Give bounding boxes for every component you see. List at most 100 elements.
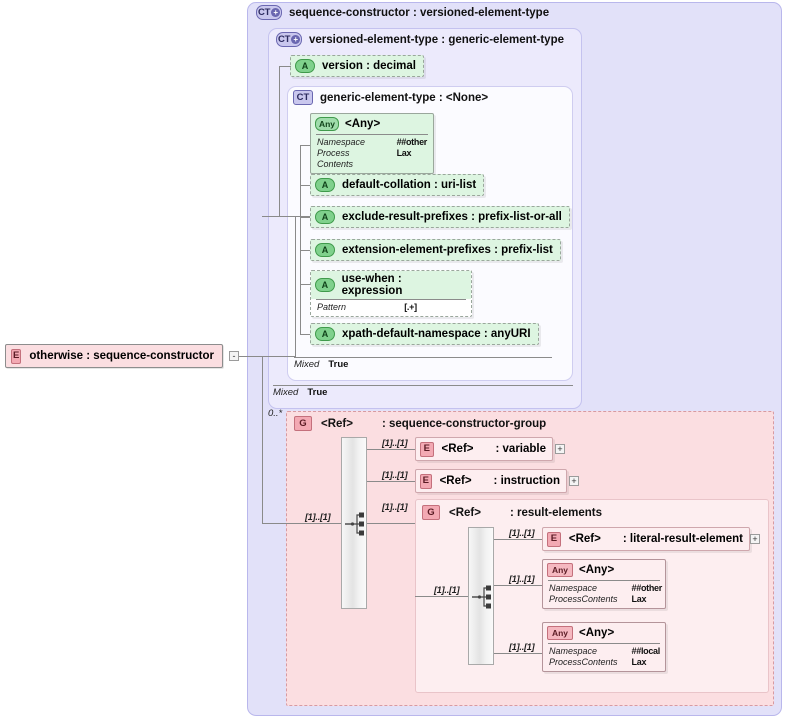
attribute-exclude-result-prefixes[interactable]: A exclude-result-prefixes : prefix-list-… [310, 206, 570, 228]
choice-compositor-bar-inner[interactable] [468, 527, 494, 665]
element-literal-result-element[interactable]: E <Ref> : literal-result-element [542, 527, 750, 551]
element-instruction[interactable]: E <Ref> : instruction [415, 469, 567, 493]
facet-value: ##other [396, 137, 428, 147]
facet-value: Lax [631, 594, 647, 604]
facet-value: [.+] [404, 302, 417, 312]
mixed-value: True [328, 359, 349, 370]
divider [548, 580, 660, 581]
divider [316, 134, 428, 135]
connector-line [300, 284, 310, 285]
expand-instruction-button[interactable]: + [569, 476, 579, 486]
facet-value: ##local [631, 646, 661, 656]
facet-key: Pattern [317, 302, 347, 312]
connector-line [494, 539, 542, 540]
panel-generic-element-type-header: CT generic-element-type : <None> [293, 90, 488, 105]
panel-title: generic-element-type : <None> [320, 91, 489, 104]
attribute-badge-icon: A [315, 178, 335, 192]
divider [273, 385, 573, 386]
cardinality-variable: [1]..[1] [382, 438, 408, 448]
inner-mixed-row: Mixed True [294, 359, 348, 370]
connector-line [262, 216, 295, 217]
cardinality-any-local: [1]..[1] [509, 642, 535, 652]
facet-key: ProcessContents [549, 657, 618, 667]
attribute-badge-icon: A [295, 59, 315, 73]
connector-line [494, 585, 542, 586]
group-title: : sequence-constructor-group [381, 417, 547, 430]
any-facets: Namespace ##other Process Contents Lax [311, 135, 433, 173]
any-label: <Any> [579, 564, 615, 576]
connector-line [262, 523, 341, 524]
attribute-version[interactable]: A version : decimal [290, 55, 424, 77]
any-label: <Any> [579, 627, 615, 639]
any-element-green[interactable]: Any <Any> Namespace ##other Process Cont… [310, 113, 434, 174]
cardinality-literal-result-element: [1]..[1] [509, 528, 535, 538]
attribute-use-when[interactable]: A use-when : expression Pattern [.+] [310, 270, 472, 317]
panel-sequence-constructor-header: CT + sequence-constructor : versioned-el… [256, 5, 549, 20]
attribute-badge-icon: A [315, 278, 335, 292]
any-facets: Namespace ##other ProcessContents Lax [543, 581, 665, 608]
connector-line [279, 66, 291, 67]
element-badge-icon: E [11, 348, 22, 364]
attribute-badge-icon: A [315, 327, 335, 341]
any-element-local[interactable]: Any <Any> Namespace ##local ProcessConte… [542, 622, 666, 672]
any-label: <Any> [345, 118, 381, 130]
divider [548, 643, 660, 644]
complextype-badge-icon: CT + [276, 32, 302, 47]
cardinality-any-other: [1]..[1] [509, 574, 535, 584]
result-elements-cardinality-label: [1]..[1] [434, 585, 460, 595]
expand-literal-result-element-button[interactable]: + [750, 534, 760, 544]
element-ref: <Ref> [439, 475, 472, 487]
connector-line [295, 216, 296, 357]
any-element-other[interactable]: Any <Any> Namespace ##other ProcessConte… [542, 559, 666, 609]
plus-icon: + [291, 35, 300, 44]
choice-compositor-bar-outer[interactable] [341, 437, 367, 609]
group-badge-icon: G [294, 416, 312, 431]
attribute-badge-icon: A [315, 210, 335, 224]
any-facets: Namespace ##local ProcessContents Lax [543, 644, 665, 671]
connector-line [233, 356, 295, 357]
connector-line [415, 596, 468, 597]
connector-line [262, 356, 263, 523]
facet-key: ProcessContents [549, 594, 618, 604]
connector-line [300, 145, 301, 335]
group-ref: <Ref> [321, 417, 353, 430]
mixed-key: Mixed [294, 359, 320, 370]
choice-compositor-icon [472, 585, 491, 609]
facet-value: Lax [631, 657, 647, 667]
attribute-badge-icon: A [315, 243, 335, 257]
facet-key: Namespace [549, 583, 598, 593]
complextype-badge-icon: CT + [256, 5, 282, 20]
attribute-default-collation[interactable]: A default-collation : uri-list [310, 174, 485, 196]
connector-line [367, 481, 415, 482]
connector-line [295, 216, 310, 217]
element-ref: <Ref> [568, 533, 601, 545]
element-label: : variable [495, 443, 547, 455]
attribute-xpath-default-namespace[interactable]: A xpath-default-namespace : anyURI [310, 323, 539, 345]
panel-title: versioned-element-type : generic-element… [309, 33, 564, 46]
attribute-extension-element-prefixes[interactable]: A extension-element-prefixes : prefix-li… [310, 239, 561, 261]
element-otherwise[interactable]: E otherwise : sequence-constructor [5, 344, 223, 368]
group-occurrence-label: 0..* [268, 408, 283, 419]
any-header: Any <Any> [311, 114, 433, 134]
facet-key: Process Contents [317, 148, 354, 169]
element-badge-icon: E [420, 441, 434, 457]
mixed-value: True [307, 387, 328, 398]
plus-icon: + [271, 8, 280, 17]
expand-variable-button[interactable]: + [555, 444, 565, 454]
choice-compositor-icon [345, 512, 364, 536]
badge-text: CT [278, 33, 291, 45]
complextype-badge-icon: CT [293, 90, 313, 105]
element-label: : literal-result-element [622, 533, 743, 545]
group-cardinality-label: [1]..[1] [305, 512, 331, 522]
element-label: : instruction [493, 475, 560, 487]
panel-sequence-constructor-group-header: G <Ref> : sequence-constructor-group [294, 416, 546, 431]
attribute-label: default-collation : uri-list [342, 179, 477, 191]
any-badge-icon: Any [315, 117, 339, 131]
attribute-facets: Pattern [.+] [311, 300, 471, 316]
any-header: Any <Any> [543, 623, 665, 643]
any-badge-icon: Any [547, 563, 573, 577]
connector-line [300, 217, 310, 218]
element-variable[interactable]: E <Ref> : variable [415, 437, 553, 461]
collapse-otherwise-button[interactable]: - [229, 351, 239, 361]
